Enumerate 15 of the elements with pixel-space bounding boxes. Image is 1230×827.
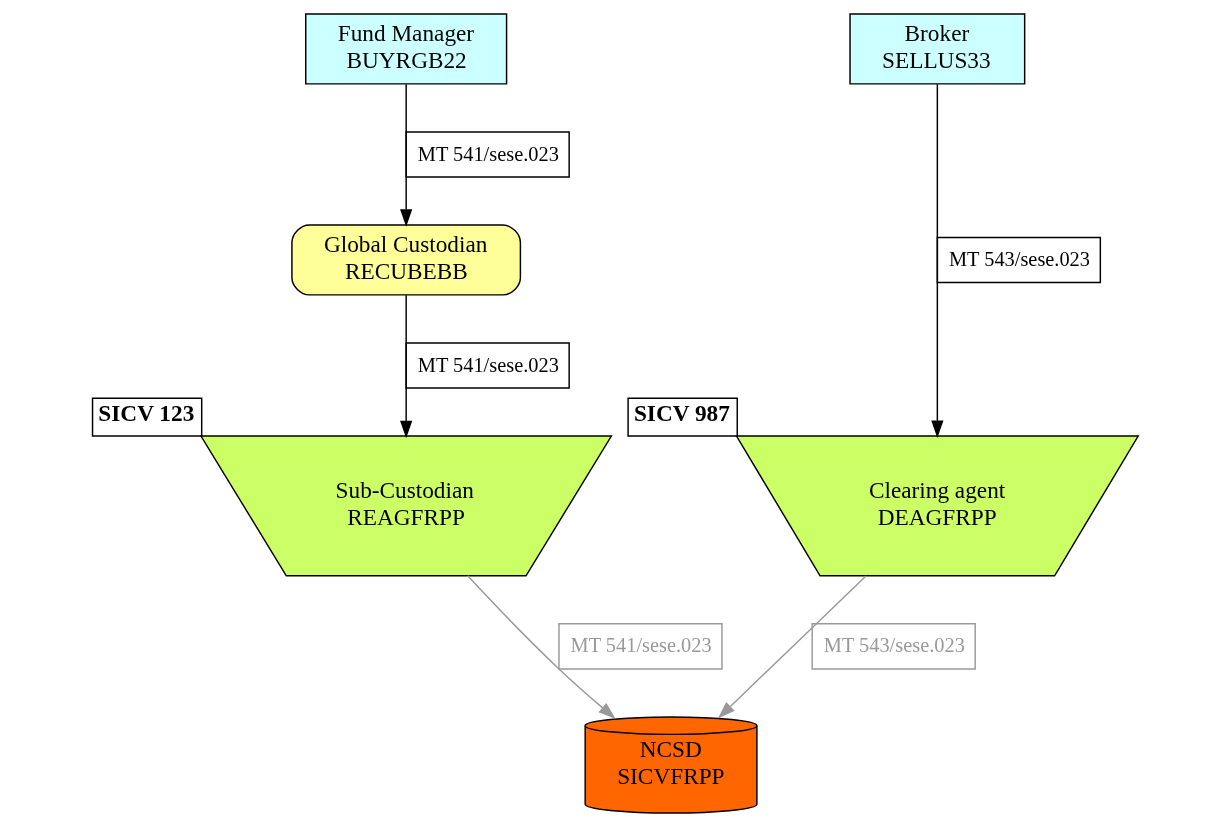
- edge-label: MT 541/sese.023: [417, 142, 559, 165]
- arrow: [400, 83, 413, 227]
- arrow: [467, 575, 616, 719]
- arrow: [931, 83, 944, 438]
- node-box: Broker SELLUS33: [849, 13, 1026, 85]
- arrow: [400, 294, 413, 439]
- edge-label: MT 543/sese.023: [823, 634, 965, 657]
- edge-label: MT 541/sese.023: [417, 353, 559, 376]
- edge-label: MT 543/sese.023: [948, 248, 1091, 271]
- node-box: Global Custodian RECUBEBB: [291, 224, 522, 296]
- node-label: SICV 987: [633, 400, 730, 427]
- edge-label: MT 541/sese.023: [570, 634, 712, 657]
- node-box: Fund Manager BUYRGB22: [305, 13, 508, 85]
- node-label: SICV 123: [98, 400, 195, 427]
- arrow: [717, 575, 867, 719]
